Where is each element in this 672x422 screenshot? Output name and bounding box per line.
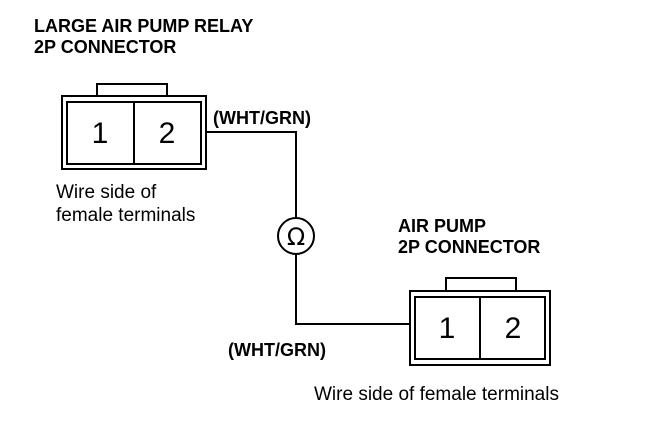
relay-connector: 1 2 xyxy=(61,83,207,170)
upper-wire xyxy=(206,131,297,218)
pump-wire-label: (WHT/GRN) xyxy=(228,340,326,360)
relay-wire-label: (WHT/GRN) xyxy=(213,108,311,128)
relay-connector-title-line2: 2P CONNECTOR xyxy=(34,37,176,57)
relay-caption-line1: Wire side of xyxy=(56,182,157,203)
relay-pin-1: 1 xyxy=(92,117,109,150)
pump-connector-title-line1: AIR PUMP xyxy=(398,216,486,236)
relay-connector-title-line1: LARGE AIR PUMP RELAY xyxy=(34,16,253,36)
pump-pin-2: 2 xyxy=(505,312,522,345)
relay-pin-2: 2 xyxy=(159,117,176,150)
pump-connector: 1 2 xyxy=(409,277,551,366)
pump-connector-latch xyxy=(445,277,517,293)
pump-caption: Wire side of female terminals xyxy=(314,384,559,405)
lower-wire xyxy=(295,254,410,325)
pump-connector-title-line2: 2P CONNECTOR xyxy=(398,237,540,257)
relay-caption-line2: female terminals xyxy=(56,205,195,226)
ohmmeter-icon: Ω xyxy=(277,217,315,255)
pump-pin-1: 1 xyxy=(439,312,456,345)
ohm-symbol: Ω xyxy=(287,223,305,251)
